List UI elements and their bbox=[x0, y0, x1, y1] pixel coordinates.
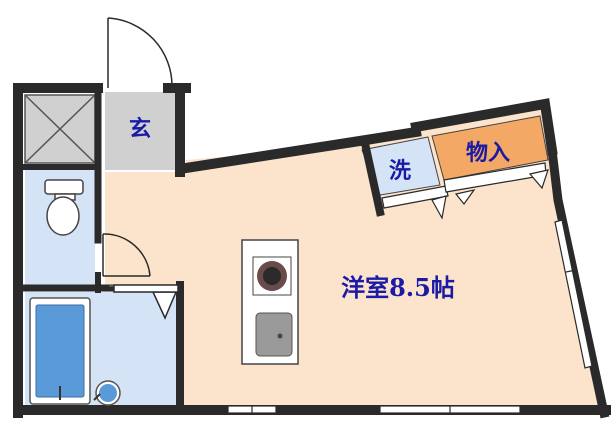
window-icon bbox=[227, 405, 521, 414]
stove-icon bbox=[252, 256, 292, 296]
entrance-door-icon bbox=[107, 17, 173, 88]
window-icon bbox=[554, 219, 593, 369]
laundry-label: 洗 bbox=[389, 158, 411, 184]
storage-door-icon bbox=[381, 162, 549, 220]
bathroom-door-icon bbox=[113, 284, 179, 320]
toilet-icon bbox=[44, 179, 84, 236]
entrance-floor bbox=[105, 92, 181, 170]
storage-floor bbox=[431, 115, 549, 181]
toilet-door-icon bbox=[102, 233, 151, 277]
western-room-label: 洋室8.5帖 bbox=[341, 273, 455, 302]
bathtub-icon bbox=[29, 297, 91, 405]
closet-x-icon bbox=[24, 94, 96, 164]
sink-icon bbox=[255, 312, 293, 357]
storage-label: 物入 bbox=[466, 140, 510, 166]
washbasin-icon bbox=[93, 380, 121, 406]
entrance-label: 玄 bbox=[129, 116, 151, 142]
